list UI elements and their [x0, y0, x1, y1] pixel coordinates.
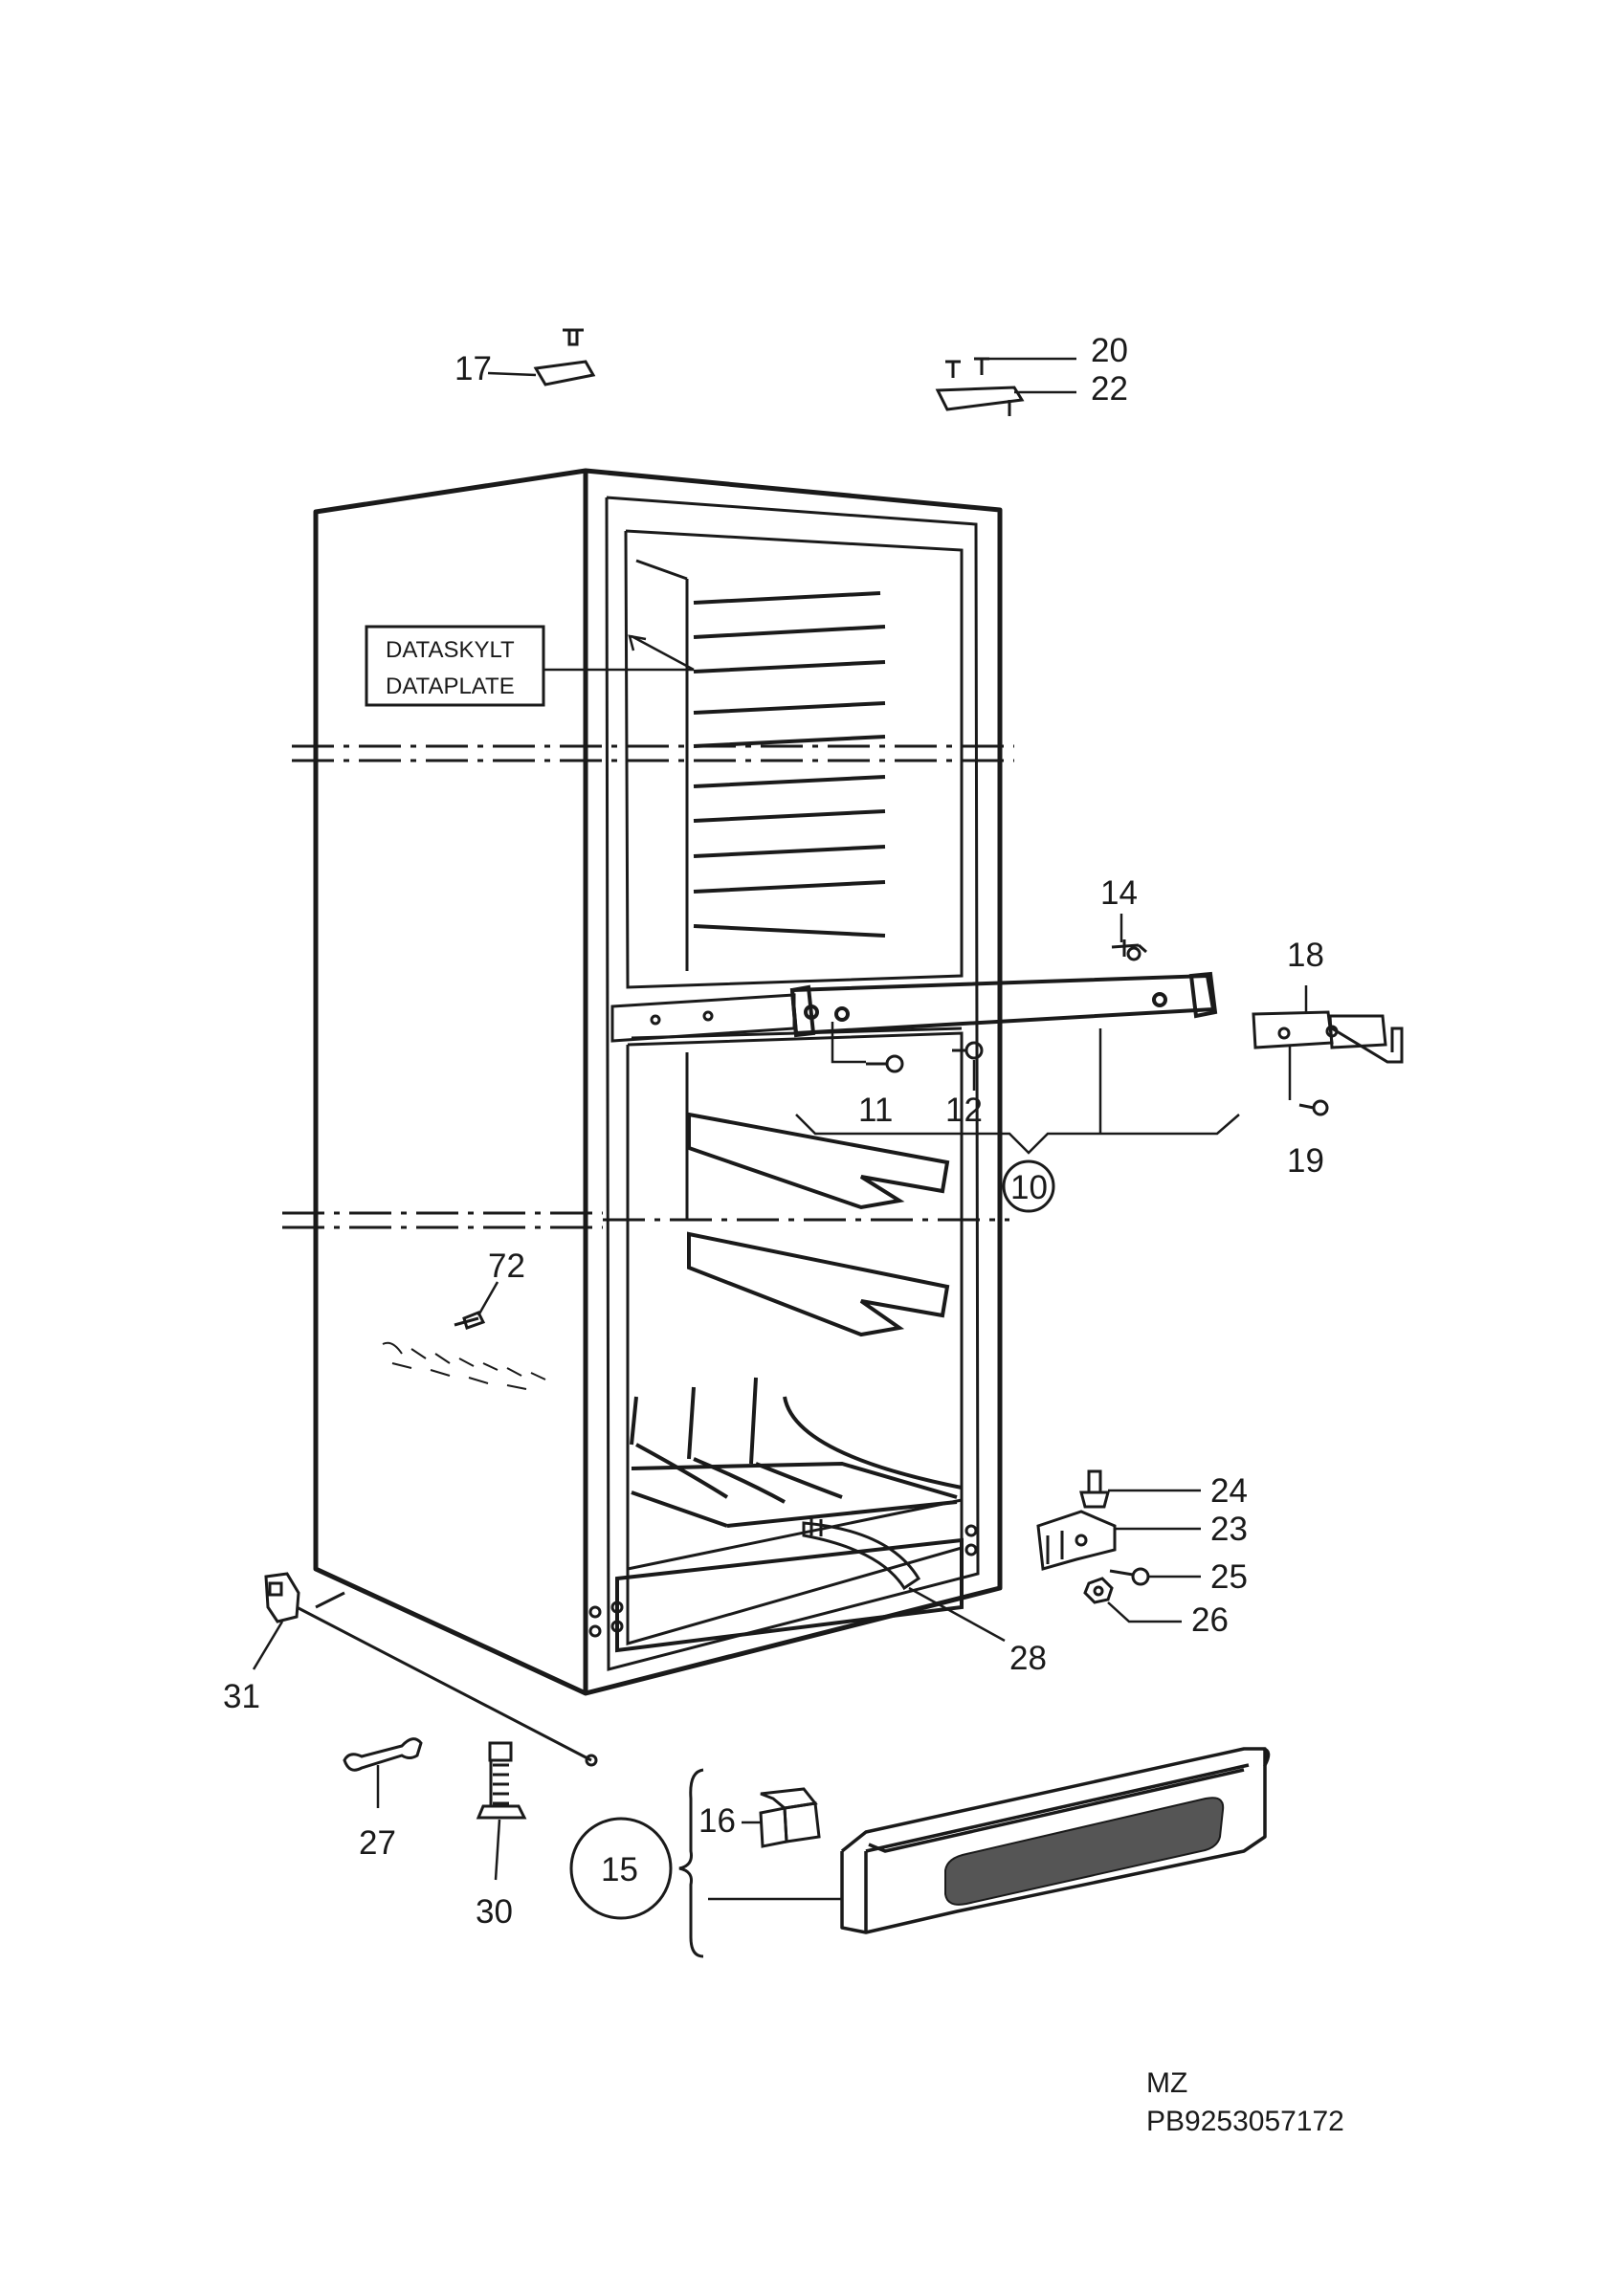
lower-hinge-23: [1036, 1510, 1117, 1571]
freezer-shelves: [693, 591, 886, 938]
callout-22: 22: [1091, 370, 1128, 408]
screw-11: [866, 1054, 904, 1073]
cabinet-inner-outlines: [605, 496, 980, 1671]
fridge-shelves: [687, 1112, 950, 1337]
plinth-grille: [840, 1747, 1271, 1934]
circled-callout-15: [569, 1817, 673, 1920]
leader-11: [831, 1022, 866, 1064]
screw-19: [1298, 1099, 1329, 1116]
callout-14: 14: [1100, 874, 1138, 912]
grille-mesh: [944, 1797, 1225, 1906]
screws-20: [945, 357, 989, 378]
cabinet-marking-text: [382, 1341, 546, 1390]
bottom-wire-rack: [615, 1377, 964, 1653]
nut-26: [1083, 1577, 1114, 1604]
adjustable-foot-30: [476, 1741, 527, 1820]
cabinet-body: [313, 468, 1003, 1696]
hinge-cover-17: [533, 328, 596, 386]
leader-26: [1107, 1601, 1182, 1623]
data-plate: DATASKYLT DATAPLATE: [365, 625, 545, 707]
footer-part-number: PB9253057172: [1146, 2106, 1344, 2137]
callout-20: 20: [1091, 332, 1128, 369]
crossbar-part-10: [789, 971, 1218, 1038]
middle-hinge-18: [1252, 1010, 1404, 1064]
data-plate-line2: DATAPLATE: [386, 673, 515, 699]
leader-72: [477, 1281, 499, 1316]
callout-31: 31: [223, 1678, 260, 1715]
leveling-foot-31: [264, 1572, 598, 1767]
leader-17: [487, 371, 537, 377]
callout-16: 16: [698, 1802, 736, 1840]
bracket-10-callout: [795, 1028, 1240, 1155]
foot-bar-28: [802, 1516, 921, 1591]
leader-30: [494, 1819, 501, 1881]
side-wall-holes: [588, 1524, 978, 1638]
callout-28: 28: [1009, 1640, 1047, 1677]
top-hinge-22: [935, 386, 1025, 416]
callout-11: 11: [858, 1092, 893, 1129]
callout-18: 18: [1287, 937, 1324, 974]
screw-25: [1109, 1567, 1150, 1586]
screw-72: [454, 1311, 486, 1330]
callout-25: 25: [1210, 1558, 1248, 1596]
cabinet-lower-edge: [315, 1591, 345, 1609]
callout-10: 10: [1010, 1169, 1048, 1206]
footer-code: MZ: [1146, 2067, 1188, 2099]
group-brace-15: [678, 1768, 704, 1958]
wrench-27: [343, 1737, 423, 1772]
callout-24: 24: [1210, 1472, 1248, 1510]
break-lines: [282, 744, 1014, 1229]
circled-callout-10: [1002, 1159, 1055, 1213]
callout-15: 15: [601, 1851, 638, 1888]
callout-26: 26: [1191, 1601, 1229, 1639]
data-plate-line1: DATASKYLT: [386, 637, 515, 663]
leader-31: [252, 1621, 284, 1670]
callout-27: 27: [359, 1824, 396, 1862]
data-plate-leader: [543, 634, 695, 672]
callout-labels: 17 20 22 14 18 11 12 19 10 72 24 23 25 2…: [223, 332, 1324, 1931]
clip-16: [759, 1787, 821, 1848]
screw-14: [1111, 939, 1147, 961]
callout-72: 72: [488, 1247, 525, 1285]
hinge-pin-24: [1079, 1469, 1110, 1509]
callout-17: 17: [454, 350, 492, 387]
screw-12: [952, 1041, 984, 1060]
callout-23: 23: [1210, 1511, 1248, 1548]
leader-28: [908, 1586, 1006, 1643]
callout-12: 12: [945, 1092, 983, 1129]
callout-30: 30: [476, 1893, 513, 1931]
callout-19: 19: [1287, 1142, 1324, 1180]
